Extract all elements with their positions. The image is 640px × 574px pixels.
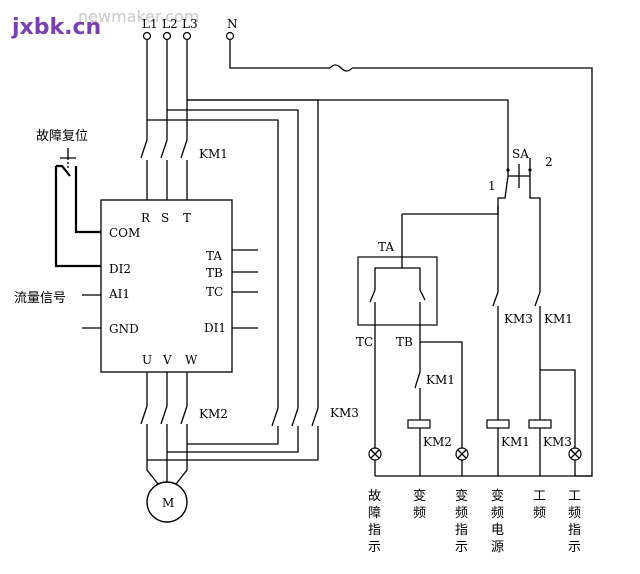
inverter-w-label: W (185, 353, 198, 367)
svg-text:工: 工 (533, 489, 546, 504)
svg-text:频: 频 (413, 506, 426, 521)
brand-logo: jxbk.cn (11, 15, 101, 40)
sa-pos1-label: 1 (488, 179, 496, 193)
coil-km1-label: KM1 (501, 435, 530, 449)
relay-tc-label: TC (356, 335, 373, 349)
inverter-t-label: T (183, 211, 191, 225)
caption-power-frequency: 工 频 (533, 489, 546, 521)
inverter-v-label: V (162, 353, 172, 367)
inverter-tb-label: TB (206, 266, 223, 280)
km3-aux-label: KM3 (504, 312, 533, 326)
inverter-u-label: U (142, 353, 152, 367)
lamp-fault (368, 447, 382, 461)
svg-text:电: 电 (491, 523, 504, 538)
label-l1: L1 (142, 17, 158, 31)
svg-text:频: 频 (455, 506, 468, 521)
fault-reset-circuit: 故障复位 流量信号 (14, 129, 101, 306)
svg-text:故: 故 (368, 489, 381, 504)
inverter-gnd-label: GND (109, 322, 139, 336)
label-l2: L2 (162, 17, 178, 31)
caption-vf-indicator: 变 频 指 示 (455, 488, 468, 555)
svg-text:指: 指 (568, 523, 581, 538)
svg-text:频: 频 (533, 506, 546, 521)
svg-text:示: 示 (568, 540, 581, 555)
supply-terminals: L1 L2 L3 N (142, 17, 238, 41)
lamp-pf (568, 447, 582, 461)
sa-pos2-label: 2 (545, 155, 553, 169)
svg-text:变: 变 (455, 488, 468, 504)
km3-main-label: KM3 (330, 406, 359, 420)
relay-ta-label: TA (378, 240, 394, 254)
svg-text:工: 工 (568, 489, 581, 504)
inverter-s-label: S (161, 211, 169, 225)
svg-text:指: 指 (455, 523, 468, 538)
label-l3: L3 (182, 17, 198, 31)
svg-text:指: 指 (368, 523, 381, 538)
terminal-l1 (142, 31, 152, 41)
caption-fault-indicator: 故 障 指 示 (368, 489, 381, 555)
terminal-l3 (182, 31, 192, 41)
label-n: N (227, 17, 238, 31)
inverter-ai1-label: AI1 (108, 287, 130, 301)
inverter-tc-label: TC (206, 285, 223, 299)
svg-text:示: 示 (368, 540, 381, 555)
svg-text:源: 源 (491, 540, 504, 555)
terminal-n (225, 31, 235, 41)
svg-text:示: 示 (455, 540, 468, 555)
flow-signal-label: 流量信号 (14, 291, 66, 306)
relay-tb-label: TB (396, 335, 413, 349)
fault-reset-label: 故障复位 (36, 129, 88, 144)
motor-label: M (162, 496, 174, 510)
km1-aux-label-b: KM1 (544, 312, 573, 326)
caption-vf-power: 变 频 电 源 (491, 488, 504, 555)
watermark-text: newmaker.com (78, 7, 199, 26)
terminal-l2 (162, 31, 172, 41)
svg-text:频: 频 (568, 506, 581, 521)
coil-km2-label: KM2 (423, 435, 452, 449)
control-circuit: SA 1 2 TA TC TB KM1 KM3 KM1 (356, 147, 592, 477)
km2-main-label: KM2 (199, 407, 228, 421)
inverter-r-label: R (141, 211, 151, 225)
inverter-ta-label: TA (206, 249, 222, 263)
svg-text:变: 变 (413, 488, 426, 504)
sa-label: SA (512, 147, 529, 161)
inverter-di2-label: DI2 (109, 262, 131, 276)
svg-text:频: 频 (491, 506, 504, 521)
km1-aux-label-a: KM1 (426, 373, 455, 387)
caption-pf-indicator: 工 频 指 示 (568, 489, 581, 555)
inverter-di1-label: DI1 (204, 321, 226, 335)
svg-text:障: 障 (368, 506, 381, 521)
inverter-com-label: COM (109, 226, 140, 240)
svg-text:变: 变 (491, 488, 504, 504)
inverter-block: R S T COM DI2 AI1 GND TA TB TC DI1 U V W (82, 199, 258, 373)
caption-variable-frequency: 变 频 (413, 488, 426, 521)
coil-km3-label: KM3 (543, 435, 572, 449)
lamp-vf (455, 447, 469, 461)
km1-main-label: KM1 (199, 147, 228, 161)
motor: M (146, 481, 188, 523)
